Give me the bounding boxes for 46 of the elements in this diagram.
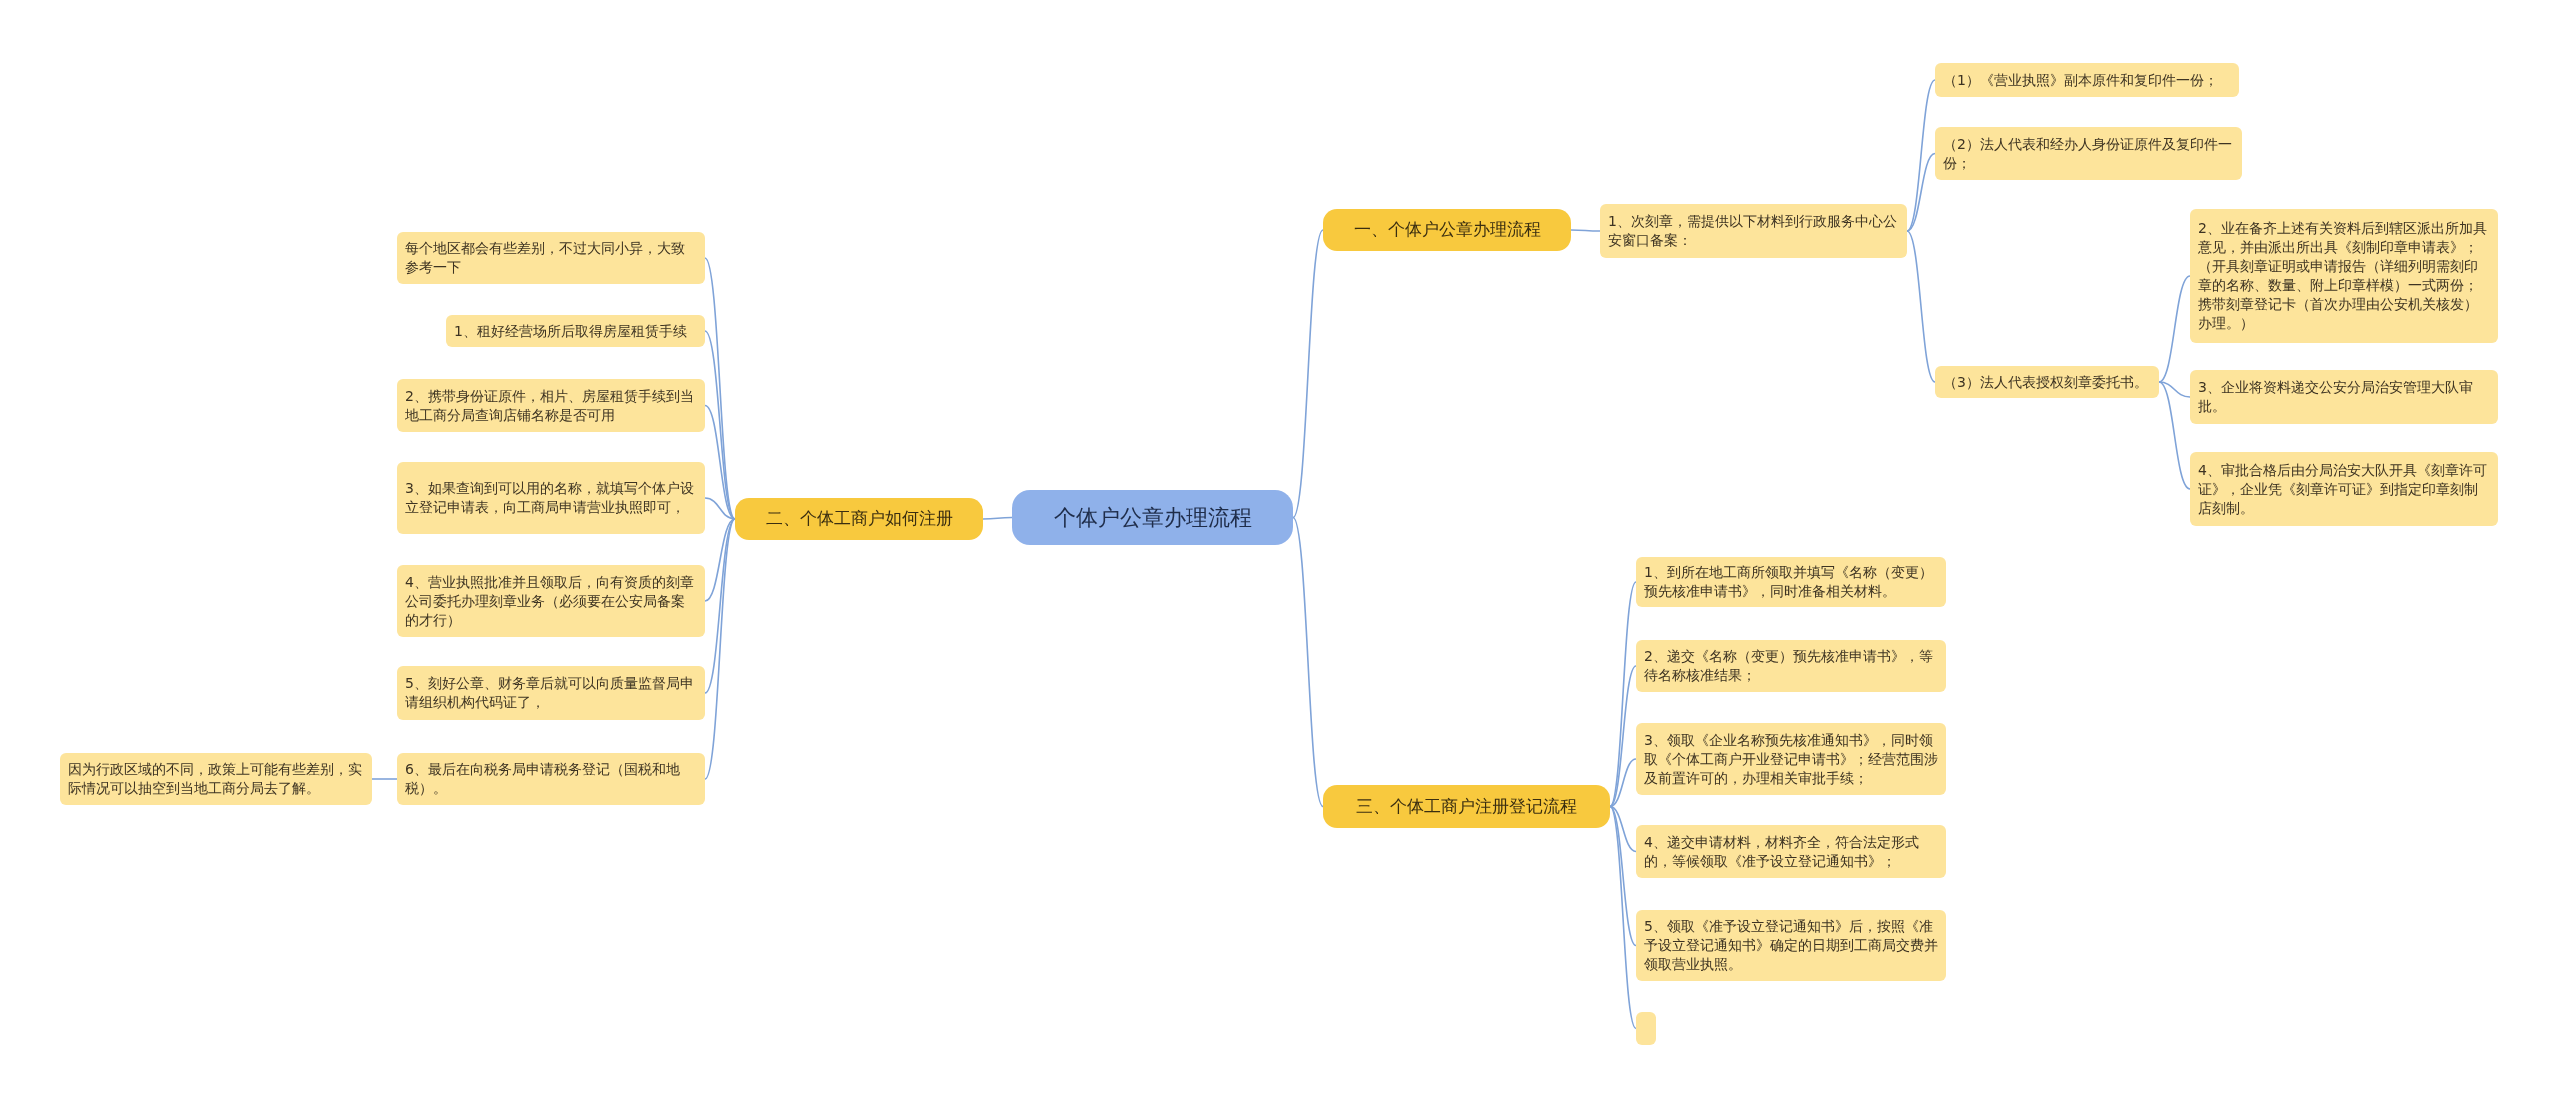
note-card: 2、递交《名称（变更）预先核准申请书》，等待名称核准结果； [1636, 640, 1946, 692]
note-card: 6、最后在向税务局申请税务登记（国税和地税）。 [397, 753, 705, 805]
note-card: 每个地区都会有些差别，不过大同小异，大致参考一下 [397, 232, 705, 284]
connector-line [704, 518, 736, 780]
connector-line [371, 778, 398, 780]
note-card: 4、营业执照批准并且领取后，向有资质的刻章公司委托办理刻章业务（必须要在公安局备案的才行） [397, 565, 705, 637]
connector-line [2158, 275, 2191, 383]
note-card: 3、如果查询到可以用的名称，就填写个体户设立登记申请表，向工商局申请营业执照即可， [397, 462, 705, 534]
branch-topic: 一、个体户公章办理流程 [1323, 209, 1571, 251]
connector-line [704, 518, 736, 602]
note-card: （1）《营业执照》副本原件和复印件一份； [1935, 63, 2239, 97]
connector-line [1570, 229, 1601, 232]
connector-line [2158, 381, 2191, 398]
connector-line [704, 330, 736, 520]
connector-line [1906, 152, 1936, 232]
note-card: 1、次刻章，需提供以下材料到行政服务中心公安窗口备案： [1600, 204, 1907, 258]
branch-topic: 三、个体工商户注册登记流程 [1323, 785, 1610, 828]
connector-line [1609, 581, 1637, 808]
connector-line [1609, 805, 1637, 1030]
note-card: 3、领取《企业名称预先核准通知书》，同时领取《个体工商户开业登记申请书》；经营范围涉及前置许可的，办理相关审批手续； [1636, 723, 1946, 795]
connector-line [704, 497, 736, 520]
note-card: 5、刻好公章、财务章后就可以向质量监督局申请组织机构代码证了， [397, 666, 705, 720]
central-topic: 个体户公章办理流程 [1012, 490, 1293, 545]
note-card: （3）法人代表授权刻章委托书。 [1935, 366, 2159, 398]
connector-line [1609, 805, 1637, 947]
note-card: 5、领取《准予设立登记通知书》后，按照《准予设立登记通知书》确定的日期到工商局交费并领取营业执照。 [1636, 910, 1946, 981]
connector-line [1609, 805, 1637, 853]
connector-line [1906, 230, 1936, 383]
empty-card [1636, 1012, 1656, 1045]
note-card: 3、企业将资料递交公安分局治安管理大队审批。 [2190, 370, 2498, 424]
note-card: 2、业在备齐上述有关资料后到辖区派出所加具意见，并由派出所出具《刻制印章申请表》；（开具刻章证明或申请报告（详细列明需刻印章的名称、数量、附上印章样模）一式两份；携带刻章登记卡（首次办理由公安机关核发）办理。） [2190, 209, 2498, 343]
note-card: （2）法人代表和经办人身份证原件及复印件一份； [1935, 127, 2242, 180]
connector-line [1609, 758, 1637, 808]
note-card: 4、审批合格后由分局治安大队开具《刻章许可证》，企业凭《刻章许可证》到指定印章刻制店刻制。 [2190, 452, 2498, 526]
connector-line [982, 516, 1013, 520]
branch-topic: 二、个体工商户如何注册 [735, 498, 983, 540]
connector-line [1292, 229, 1324, 519]
connector-line [2158, 381, 2191, 490]
connector-line [1609, 665, 1637, 808]
note-card: 1、租好经营场所后取得房屋租赁手续 [446, 315, 705, 347]
note-card: 2、携带身份证原件，相片、房屋租赁手续到当地工商分局查询店铺名称是否可用 [397, 379, 705, 432]
connector-line [1906, 79, 1936, 232]
note-card: 4、递交申请材料，材料齐全，符合法定形式的，等候领取《准予设立登记通知书》； [1636, 825, 1946, 878]
connector-line [1292, 516, 1324, 808]
note-card: 因为行政区域的不同，政策上可能有些差别，实际情况可以抽空到当地工商分局去了解。 [60, 753, 372, 805]
note-card: 1、到所在地工商所领取并填写《名称（变更）预先核准申请书》，同时准备相关材料。 [1636, 557, 1946, 607]
